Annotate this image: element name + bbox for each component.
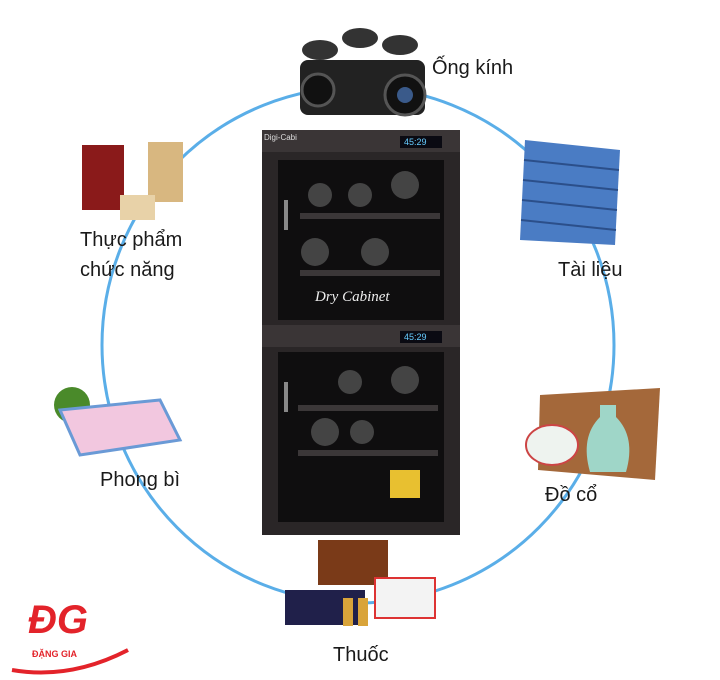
envelopes-image — [54, 387, 183, 457]
logo-text: ĐG — [28, 598, 88, 642]
label-antiques: Đồ cổ — [545, 484, 598, 506]
cabinet-brand: Digi-Cabi — [264, 133, 297, 142]
antiques-image — [525, 388, 660, 480]
logo-swoosh — [11, 648, 129, 675]
label-envelopes: Phong bì — [100, 469, 181, 491]
food-image — [82, 142, 183, 220]
lens-image — [300, 28, 427, 117]
label-food-line2: chức năng — [80, 259, 175, 281]
label-food-line1: Thực phẩm — [80, 229, 183, 251]
label-lens: Ống kính — [432, 57, 514, 79]
dry-cabinet — [262, 130, 460, 535]
cabinet-watermark: Dry Cabinet — [315, 289, 390, 305]
logo-subtitle: ĐẶNG GIA — [32, 649, 77, 659]
cabinet-display-bottom: 45:29 — [404, 332, 427, 342]
label-medicine: Thuốc — [333, 644, 389, 666]
label-documents: Tài liệu — [558, 259, 623, 281]
medicine-image — [285, 540, 436, 626]
cabinet-display-top: 45:29 — [404, 137, 427, 147]
documents-image — [520, 140, 620, 245]
